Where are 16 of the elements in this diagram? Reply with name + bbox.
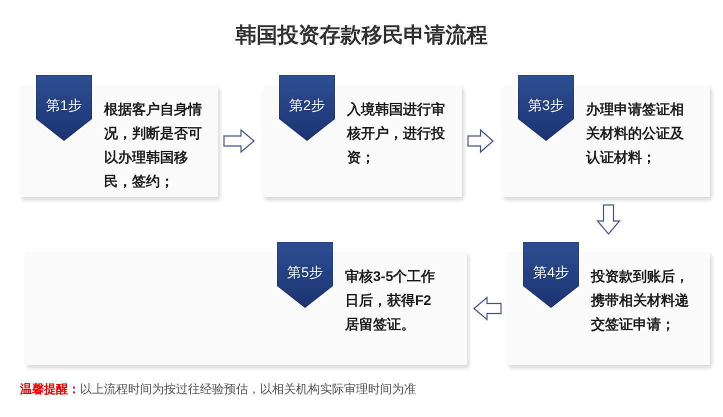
hollow-arrow xyxy=(467,128,494,154)
step-badge: 第2步 xyxy=(279,75,335,141)
hollow-arrow xyxy=(596,204,621,235)
footnote: 温馨提醒：以上流程时间为按过往经验预估，以相关机构实际审理时间为准 xyxy=(20,381,416,398)
step-badge: 第5步 xyxy=(277,242,333,308)
title: 韩国投资存款移民申请流程 xyxy=(236,22,488,49)
step-description: 审核3-5个工作日后，获得F2居留签证。 xyxy=(345,267,436,334)
step-description: 办理申请签证相关材料的公证及认证材料； xyxy=(586,100,685,167)
step-description: 根据客户自身情况，判断是否可以办理韩国移民，签约； xyxy=(104,100,203,191)
step-description: 入境韩国进行审核开户，进行投资； xyxy=(347,100,446,167)
hollow-arrow xyxy=(473,296,502,321)
step-badge: 第4步 xyxy=(523,242,579,308)
step-description: 投资款到账后，携带相关材料递交签证申请； xyxy=(591,267,690,334)
step-badge: 第1步 xyxy=(36,75,92,141)
step-badge: 第3步 xyxy=(518,75,574,141)
hollow-arrow xyxy=(223,128,255,154)
